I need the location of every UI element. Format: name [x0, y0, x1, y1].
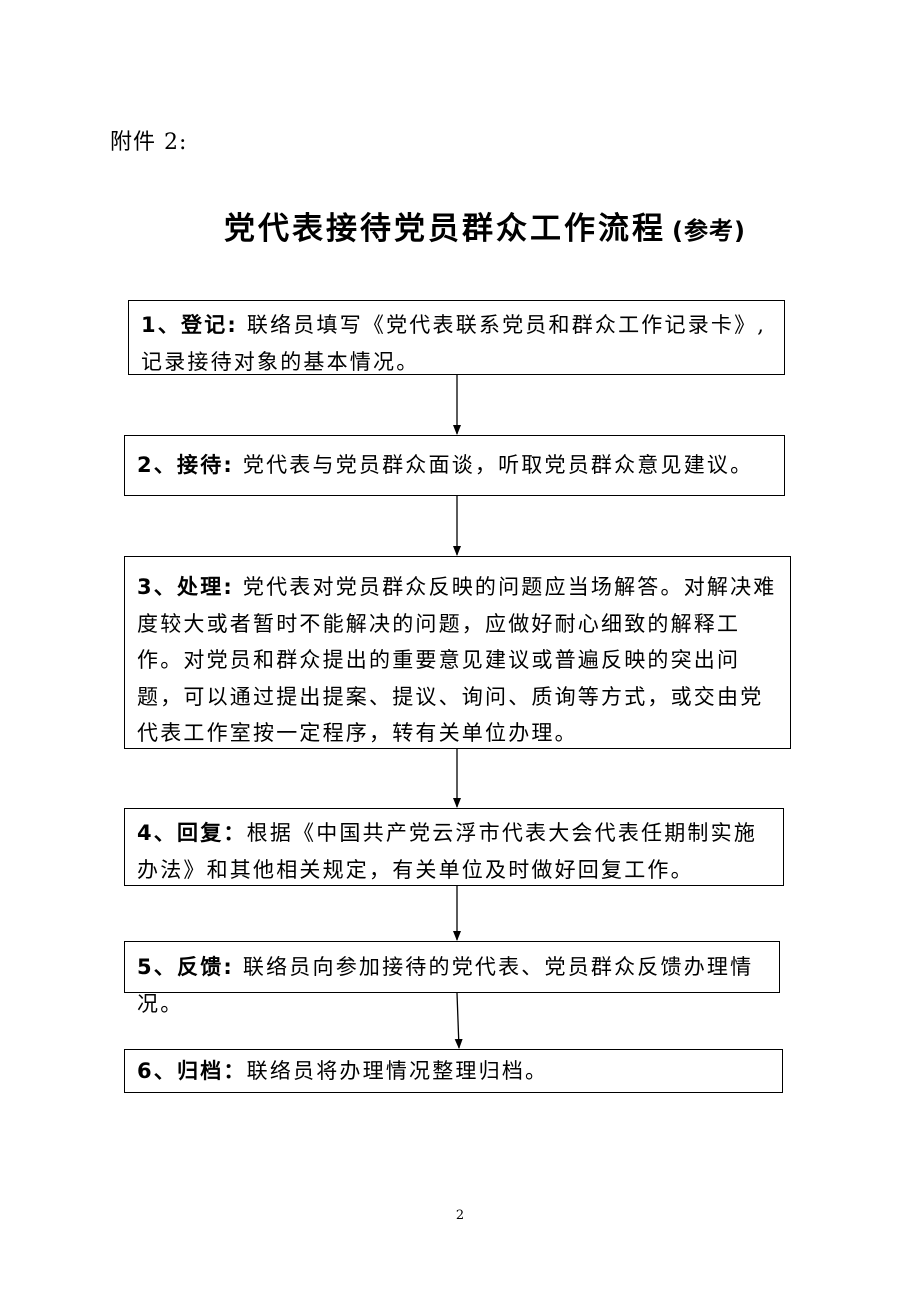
step-1-text: 联络员填写《党代表联系党员和群众工作记录卡》,记录接待对象的基本情况。: [141, 313, 767, 374]
step-5-feedback: 5、反馈: 联络员向参加接待的党代表、党员群众反馈办理情况。: [124, 941, 780, 1016]
attachment-label: 附件 2:: [110, 130, 188, 155]
step-1-label: 1、登记:: [141, 313, 239, 337]
step-6-archive: 6、归档：联络员将办理情况整理归档。: [124, 1049, 783, 1093]
step-4-label: 4、回复：: [137, 821, 247, 845]
step-2-label: 2、接待:: [137, 453, 235, 477]
step-4-reply: 4、回复：根据《中国共产党云浮市代表大会代表任期制实施办法》和其他相关规定，有关…: [124, 808, 784, 886]
page-title: 党代表接待党员群众工作流程(参考): [0, 203, 920, 248]
step-5-text: 联络员向参加接待的党代表、党员群众反馈办理情况。: [137, 955, 754, 1016]
step-6-label: 6、归档：: [137, 1059, 247, 1083]
step-2-text: 党代表与党员群众面谈，听取党员群众意见建议。: [234, 453, 754, 477]
step-6-text: 联络员将办理情况整理归档。: [246, 1059, 549, 1083]
step-3-label: 3、处理:: [137, 575, 235, 599]
title-main: 党代表接待党员群众工作流程: [224, 211, 667, 247]
step-3-handling: 3、处理: 党代表对党员群众反映的问题应当场解答。对解决难度较大或者暂时不能解决…: [124, 556, 791, 749]
title-sub: (参考): [672, 217, 746, 245]
step-2-reception: 2、接待: 党代表与党员群众面谈，听取党员群众意见建议。: [124, 435, 785, 496]
step-3-text: 党代表对党员群众反映的问题应当场解答。对解决难度较大或者暂时不能解决的问题，应做…: [137, 575, 777, 745]
arrow-5-6: [454, 992, 463, 1049]
step-4-text: 根据《中国共产党云浮市代表大会代表任期制实施办法》和其他相关规定，有关单位及时做…: [137, 821, 758, 882]
step-5-label: 5、反馈:: [137, 955, 235, 979]
page-number: 2: [455, 1208, 465, 1223]
step-1-register: 1、登记: 联络员填写《党代表联系党员和群众工作记录卡》,记录接待对象的基本情况…: [128, 300, 785, 375]
